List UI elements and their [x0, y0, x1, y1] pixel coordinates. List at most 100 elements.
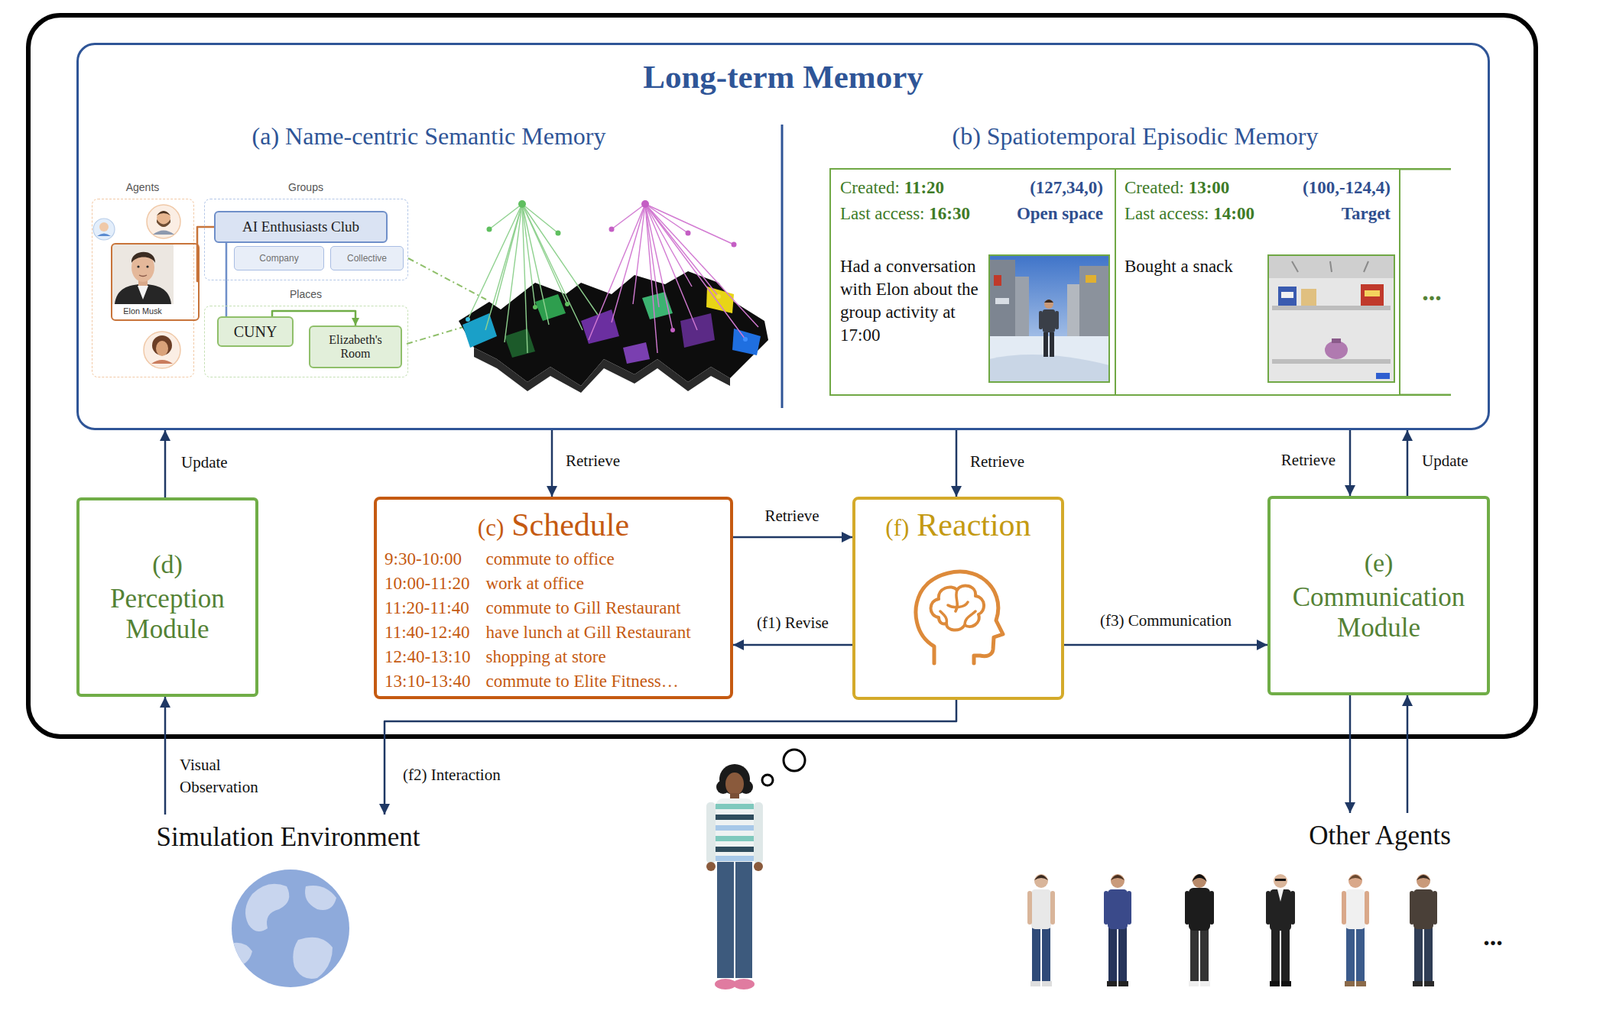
node-text: commute to office [485, 547, 691, 572]
scene-graph-map [743, 337, 748, 342]
episode-card: Created: 11:20(127,34,0)Last access: 16:… [829, 168, 1117, 396]
scene-graph-map [680, 313, 715, 348]
agent-crowd [1184, 874, 1214, 987]
scene-graph-map [532, 305, 538, 310]
scene-graph-map [645, 204, 658, 354]
connector [1406, 430, 1409, 497]
module-box: (e)Communication Module [1267, 496, 1490, 696]
connector [384, 700, 957, 815]
agent-figure [715, 798, 754, 864]
edge-label: Retrieve [1278, 449, 1338, 472]
text-part: 11:20 [904, 178, 945, 198]
agent-figure [753, 802, 763, 864]
agent-photo [146, 265, 149, 268]
node-text: 9:30-10:00 [384, 547, 471, 572]
scene-graph-map [467, 204, 598, 354]
node-text: 11:40-12:40 [384, 620, 471, 646]
node-text: shopping at store [485, 645, 691, 670]
agent-figure [715, 856, 754, 862]
scene-graph-map [645, 204, 746, 340]
agent-crowd [1188, 981, 1199, 987]
agent-crowd [1341, 874, 1370, 987]
card-continuation [1400, 168, 1451, 396]
scene-graph-map [495, 204, 523, 306]
scene-graph-map [609, 227, 615, 233]
scene-graph-map [489, 204, 523, 230]
street-photo [1054, 311, 1059, 330]
head-group: (f)Reaction [855, 506, 1062, 545]
agent-crowd [1118, 981, 1129, 987]
store-photo [1272, 359, 1391, 364]
connector [1064, 644, 1268, 647]
node-text: Long-term Memory [78, 57, 1488, 98]
agent-figure [715, 836, 754, 842]
globe-icon [305, 886, 337, 911]
agent-crowd [1281, 981, 1292, 987]
agent-figure [714, 979, 737, 990]
memory-panel: Elon MuskAgents AI Enthusiasts ClubCompan… [76, 42, 1490, 431]
node-text: (100,-124,4) [1245, 177, 1391, 199]
edge-label: (f1) Revise [754, 612, 831, 635]
brain-icon [940, 590, 976, 626]
street-photo [1044, 299, 1054, 309]
store-photo [1268, 255, 1395, 383]
agent-photo [131, 252, 156, 263]
edge-label: Retrieve [563, 450, 623, 473]
agent-figure [715, 825, 754, 831]
edge-label: Update [1419, 450, 1471, 473]
connector [733, 536, 853, 539]
node-text: commute to Elite Fitness… [485, 669, 691, 695]
agents-group: Elon MuskAgents [91, 198, 195, 378]
node-text: Created: 11:20 [840, 177, 945, 199]
brain-icon [915, 571, 1003, 664]
street-photo [1015, 276, 1029, 337]
agent-crowd [1190, 928, 1199, 984]
store-photo [1360, 284, 1384, 306]
text-part: Created: [1124, 178, 1189, 198]
node-text: Simulation Environment [155, 821, 420, 854]
node-text: Created: 13:00 [1124, 177, 1230, 199]
connector [197, 227, 215, 282]
agent-crowd [1265, 891, 1271, 925]
connector [164, 697, 167, 815]
agent-crowd [1050, 891, 1055, 925]
group-box: Company [233, 246, 325, 271]
text-part: Created: [840, 178, 905, 198]
agent-figure [717, 862, 734, 979]
connector [164, 430, 167, 498]
node-text: 13:10-13:40 [384, 669, 471, 695]
section-heading: (b) Spatiotemporal Episodic Memory [951, 121, 1318, 151]
scene-graph-map [588, 204, 759, 354]
agent-crowd [1041, 981, 1052, 987]
agent-figure [762, 775, 773, 786]
node-text: Open space [973, 203, 1104, 225]
edge-label: Visual Observation [177, 754, 297, 800]
card-continuation [1400, 394, 1451, 397]
text-part: Last access: [1124, 204, 1214, 224]
agent-crowd [1032, 928, 1041, 984]
store-photo [1324, 340, 1348, 360]
module-box: (d)Perception Module [76, 497, 259, 698]
scene-graph-map [716, 294, 721, 299]
street-photo [1079, 266, 1110, 337]
agent-figure [715, 814, 754, 821]
outer-frame [28, 15, 1536, 737]
grid-group: 9:30-10:00commute to office10:00-11:20wo… [384, 547, 692, 695]
store-photo [1281, 292, 1294, 299]
agent-figure [783, 749, 805, 772]
agent-crowd [1034, 875, 1049, 881]
store-photo [1268, 255, 1395, 279]
scene-graph-map [731, 242, 737, 248]
scene-graph-map [645, 204, 692, 287]
connector [1406, 695, 1409, 814]
agent-crowd [1027, 874, 1055, 987]
agent-figure [733, 979, 755, 990]
globe-icon [227, 884, 337, 980]
connector [1349, 430, 1352, 497]
edge-label: (f3) Communication [1097, 610, 1234, 633]
agent-crowd [1269, 981, 1280, 987]
edge-label: Retrieve [967, 451, 1027, 474]
agent-crowd [1416, 875, 1431, 881]
group-box: AI Enthusiasts Club [214, 210, 388, 244]
